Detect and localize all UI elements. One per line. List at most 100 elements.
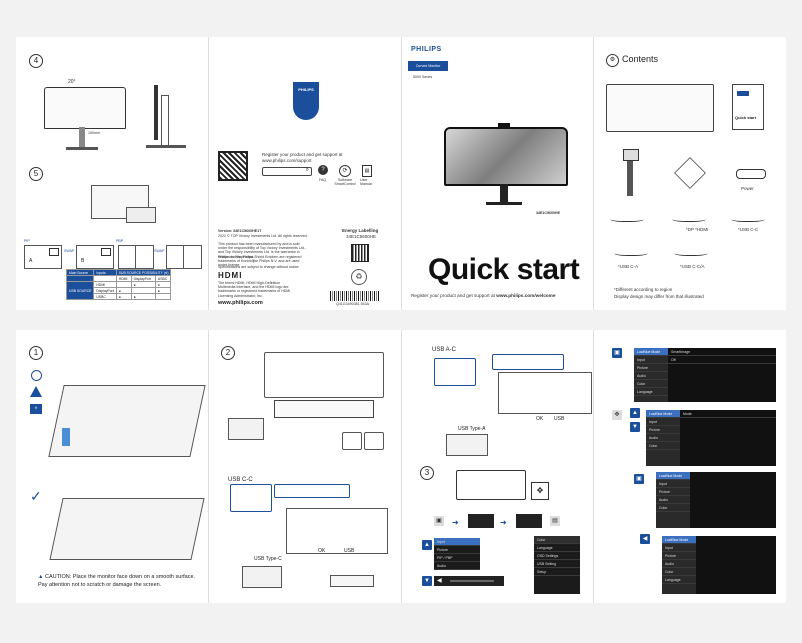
step-number-1: 1 — [29, 346, 43, 360]
usb-type-c-label: USB Type-C — [254, 556, 282, 562]
monitor-stand-front — [500, 184, 508, 202]
product-line: Curved Monitor — [408, 61, 448, 71]
manual-label: User Manual — [360, 178, 372, 187]
monitor-back-illustration — [264, 352, 384, 398]
hdmi-logo: HDMI — [218, 271, 243, 280]
step-number-5: 5 — [29, 167, 43, 181]
caution-text: ▲ CAUTION: Place the monitor face down o… — [38, 574, 196, 588]
pip-screen-b: B — [76, 245, 114, 269]
up-key[interactable]: ▲ — [422, 540, 432, 550]
faq-label: FAQ — [319, 178, 327, 182]
faq-icon: ? — [318, 165, 328, 175]
register-text: Register your product and get support at — [262, 152, 343, 157]
fragile-icon: ♆ — [30, 404, 42, 414]
joystick-icon: ✥ — [531, 482, 549, 500]
monitor-neck — [79, 127, 85, 147]
contents-stand-head — [623, 149, 639, 161]
energy-qr — [351, 244, 369, 262]
usb-ca-label: *USB C-A — [618, 264, 639, 269]
laptop-illustration-3 — [242, 566, 282, 588]
legal-text-2: Philips and the Philips Shield Emblem ar… — [218, 255, 302, 268]
monitor-connection-illustration — [91, 185, 149, 219]
osd-menu-full: Color Language OSD Settings USB Setting … — [534, 536, 580, 594]
nav-key-osd-2[interactable]: ✥ — [612, 410, 622, 420]
qr-code — [218, 151, 248, 181]
osd-screen-4: LowBlue Mode Input Picture Audio Color L… — [662, 536, 776, 594]
copyright-text: 2022 © TOP Victory Investments Ltd. All … — [218, 234, 308, 238]
row-name: USBC — [93, 293, 117, 300]
energy-label: Energy Labelling — [342, 228, 379, 233]
pip-screen-a: A — [24, 245, 62, 269]
energy-model: 34E1C5600HE — [346, 234, 377, 239]
menu-key-osd-1[interactable]: ▣ — [612, 348, 622, 358]
laptop-illustration-2 — [228, 418, 264, 440]
divider — [401, 37, 402, 310]
up-key-osd-2[interactable]: ▲ — [630, 408, 640, 418]
monitor-front-illustration — [44, 87, 126, 129]
usb-cc-cable-box — [230, 484, 272, 512]
pbp-screen-ba — [166, 245, 202, 269]
quick-start-title: Quick start — [428, 253, 580, 286]
usb-type-a-label: USB Type-A — [458, 426, 486, 432]
down-key-osd-2[interactable]: ▼ — [630, 422, 640, 432]
osd-screen-2: LowBlue Mode Input Picture Audio Color M… — [646, 410, 776, 466]
arrow-right-icon: ➜ — [452, 518, 459, 527]
swap-label-2: SWAP — [154, 249, 165, 253]
monitor-webcam — [498, 123, 510, 127]
contents-base — [674, 157, 706, 189]
monitor-facedown-illustration — [49, 498, 205, 560]
usb-ac-cable-box — [434, 358, 476, 386]
power-label: Power — [741, 186, 754, 191]
usb-source-label: USB SOURCE — [65, 281, 95, 300]
search-box: ⌕ — [262, 167, 312, 176]
swap-label: SWAP — [64, 249, 75, 253]
volume-icon: ◀ — [437, 578, 442, 584]
speakers-illustration — [342, 432, 362, 450]
top-panel: 4 20° 150mm 5 PIP PBP A SWAP B SWAP Main… — [16, 37, 786, 310]
side-base — [146, 145, 186, 148]
contents-dp-cable — [610, 215, 644, 222]
step-number-3: 3 — [420, 466, 434, 480]
version-text: Version: 34E1C5600HE1T — [218, 229, 262, 233]
usb-cc-cable-box-2 — [274, 484, 350, 498]
contents-stand — [627, 151, 633, 196]
design-note: Display design may differ from that illu… — [614, 294, 704, 299]
series-text: 5000 Series — [413, 75, 433, 79]
down-key[interactable]: ▼ — [422, 576, 432, 586]
menu-key[interactable]: ▣ — [434, 516, 444, 526]
philips-shield-logo: PHILIPS — [293, 82, 319, 120]
source-table: Main Source Inputs SUB SOURCE POSSIBILIT… — [65, 269, 172, 300]
keyboard-illustration — [330, 575, 374, 587]
speakers-illustration-2 — [364, 432, 384, 450]
packaging-illustration — [48, 385, 206, 457]
manual-icon: ▤ — [362, 165, 372, 177]
barcode-text: Q41G3490381 543A — [336, 302, 369, 306]
curved-monitor-image — [444, 127, 568, 186]
ok-badge-2: OK — [536, 416, 544, 422]
usb-cc-heading: USB C-C — [228, 477, 253, 483]
contents-monitor — [606, 84, 714, 132]
booklet-label: Quick start — [735, 115, 756, 120]
monitor-back-illustration-2 — [286, 508, 388, 554]
osd-preview-2 — [516, 514, 542, 528]
brand-text: PHILIPS — [411, 46, 442, 53]
monitor-side-illustration — [154, 85, 158, 140]
contents-icon: ⚙ — [606, 54, 619, 67]
software-icon: ⟳ — [339, 165, 351, 177]
bottom-panel: 1 ♆ ✓ ▲ CAUTION: Place the monitor face … — [16, 330, 786, 603]
register-line: Register your product and get support at… — [411, 293, 556, 298]
tilt-label: 20° — [68, 79, 76, 85]
menu-key-osd-3[interactable]: ▣ — [634, 474, 644, 484]
step-number-4: 4 — [29, 54, 43, 68]
usb-cc-label: *USB C-C — [738, 227, 759, 232]
back-key-osd-4[interactable]: ◀ — [640, 534, 650, 544]
up-arrow-icon — [62, 428, 70, 446]
ok-badge: OK — [318, 548, 326, 554]
laptop-illustration — [126, 207, 156, 223]
back-key[interactable]: ▤ — [550, 516, 560, 526]
divider — [593, 37, 594, 310]
usb-cca-label: *USB C-C/A — [680, 264, 705, 269]
contents-usbcc-cable — [731, 215, 765, 222]
contents-usbcca-cable — [674, 249, 708, 256]
